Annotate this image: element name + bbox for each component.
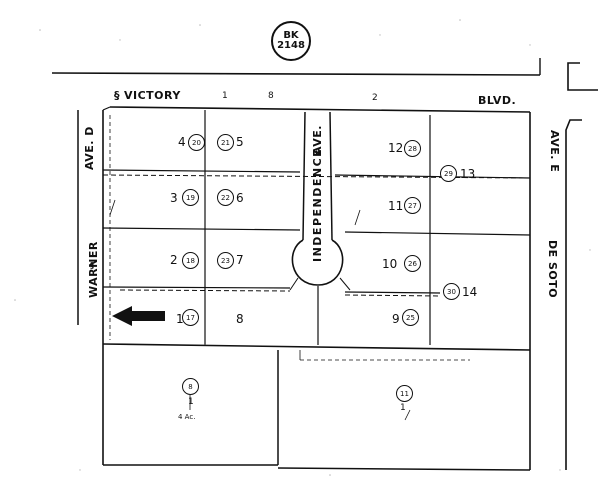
lot-number-4: 4	[178, 135, 186, 149]
arrow-left-icon	[112, 306, 165, 326]
parcel-circle-14: 30	[443, 283, 460, 300]
lot-number-7: 7	[236, 253, 244, 267]
lot-number-8: 8	[236, 312, 244, 326]
book-number-stamp: BK 2148	[271, 21, 311, 61]
top-marker-d: 2	[372, 93, 378, 103]
lot-number-10: 10	[382, 257, 398, 271]
parcel-circle-3: 19	[182, 189, 199, 206]
parcel-circle-2: 18	[182, 252, 199, 269]
top-marker-c: 8	[268, 91, 274, 101]
parcel-circle-bottom-right: 11	[396, 385, 413, 402]
parcel-circle-11: 27	[404, 197, 421, 214]
victory-south-edge	[109, 106, 531, 113]
parcel-circle-1: 17	[182, 309, 199, 326]
bottom-right-mark: 1	[400, 403, 406, 413]
parcel-circle-9: 25	[402, 309, 419, 326]
warner-prefix: §	[90, 261, 95, 270]
parcel-circle-7: 23	[217, 252, 234, 269]
parcel-circle-10: 26	[404, 255, 421, 272]
street-label-de-soto: DE SOTO	[546, 240, 559, 299]
street-label-independence: INDEPENDENCE	[311, 147, 324, 262]
bottom-left-area: 4 Ac.	[178, 413, 196, 421]
victory-prefix: §	[114, 89, 120, 102]
street-label-independence-ave: AVE.	[311, 125, 324, 155]
parcel-circle-13: 29	[440, 165, 457, 182]
parcel-circle-5: 21	[217, 134, 234, 151]
book-label: BK	[283, 29, 299, 41]
lot-number-5: 5	[236, 135, 244, 149]
street-label-ave-e: AVE. E	[548, 130, 561, 173]
bottom-left-mark: 1	[188, 397, 194, 407]
lot-number-12: 12	[388, 141, 404, 155]
street-label-ave-d: AVE. D	[83, 126, 96, 170]
street-label-blvd: BLVD.	[478, 94, 517, 107]
street-label-warner: WARNER	[87, 241, 100, 298]
lot-number-3: 3	[170, 191, 178, 205]
lot-number-9: 9	[392, 312, 400, 326]
parcel-circle-12: 28	[404, 140, 421, 157]
lot-number-6: 6	[236, 191, 244, 205]
lot-number-13: 13	[460, 167, 476, 181]
top-marker-a: 1	[222, 91, 228, 101]
parcel-circle-6: 22	[217, 189, 234, 206]
parcel-circle-bottom-left: 8	[182, 378, 199, 395]
lot-number-1: 1	[176, 312, 184, 326]
scan-noise	[14, 19, 591, 476]
street-label-victory: VICTORY	[124, 89, 181, 102]
parcel-circle-4: 20	[188, 134, 205, 151]
lot-number-11: 11	[388, 199, 404, 213]
lot-number-14: 14	[462, 285, 478, 299]
ave-e-east-edge	[565, 119, 582, 470]
book-number: 2148	[277, 40, 305, 51]
lot-number-2: 2	[170, 253, 178, 267]
victory-north-edge	[51, 72, 541, 76]
